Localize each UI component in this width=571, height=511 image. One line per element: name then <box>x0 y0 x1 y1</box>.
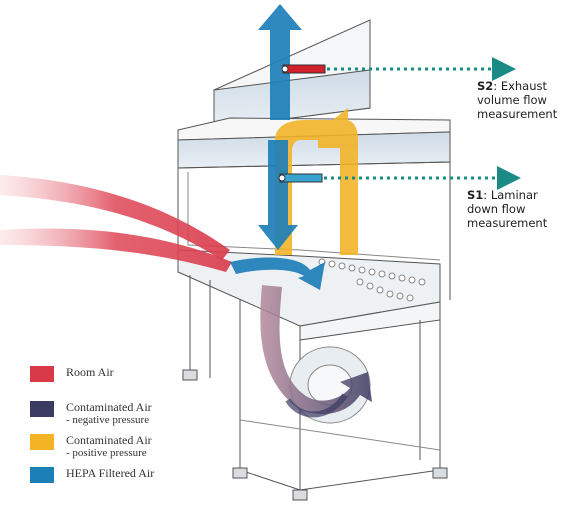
legend-swatch <box>30 434 54 450</box>
s1-line2: down flow <box>467 202 526 216</box>
legend-label: Room Air <box>66 365 114 379</box>
s1-callout: S1: Laminar down flow measurement <box>467 188 547 230</box>
legend-sub: - negative pressure <box>66 414 150 426</box>
s1-code: S1 <box>467 188 484 202</box>
s1-laminar-sensor <box>278 173 323 183</box>
legend-label: HEPA Filtered Air <box>66 466 155 480</box>
room-air-flow <box>0 175 232 272</box>
hepa-flow <box>230 4 325 290</box>
legend-item-hepa: HEPA Filtered Air <box>30 466 220 483</box>
s2-callout: S2: Exhaust volume flow measurement <box>477 79 557 121</box>
s1-line1: : Laminar <box>483 188 538 202</box>
legend-label: Contaminated Air <box>66 433 152 447</box>
legend-swatch <box>30 366 54 382</box>
s2-line3: measurement <box>477 107 558 121</box>
s2-code: S2 <box>477 79 494 93</box>
legend-sub: - positive pressure <box>66 447 147 459</box>
legend-item-negative-pressure: Contaminated Air - negative pressure <box>30 400 220 427</box>
legend-item-positive-pressure: Contaminated Air - positive pressure <box>30 433 220 460</box>
s2-line1: : Exhaust <box>493 79 548 93</box>
s2-exhaust-sensor <box>281 64 326 74</box>
negative-pressure-flow <box>260 285 372 418</box>
legend-label: Contaminated Air <box>66 400 152 414</box>
legend: Room Air Contaminated Air - negative pre… <box>30 365 220 489</box>
s2-line2: volume flow <box>477 93 547 107</box>
legend-swatch <box>30 467 54 483</box>
s1-line3: measurement <box>467 216 548 230</box>
legend-swatch <box>30 401 54 417</box>
legend-item-room-air: Room Air <box>30 365 220 382</box>
